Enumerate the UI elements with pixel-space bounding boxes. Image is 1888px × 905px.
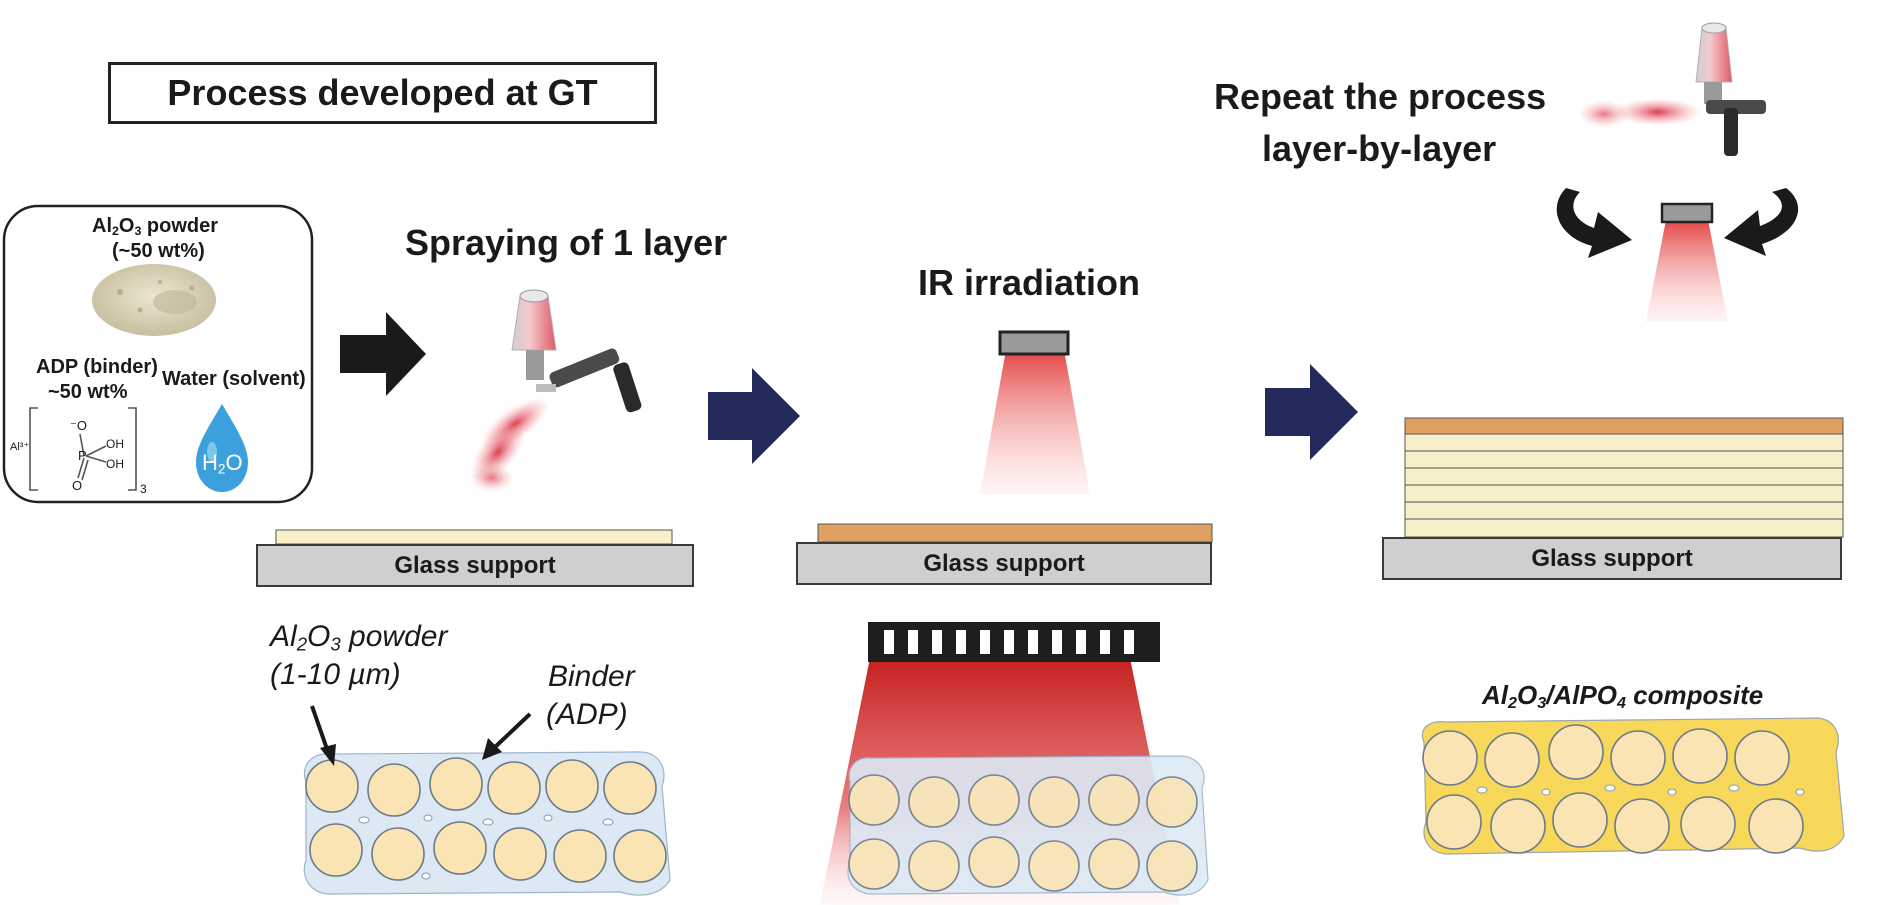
repeat-step-label-2: layer-by-layer xyxy=(1262,128,1497,169)
navy-arrow-1 xyxy=(708,368,800,464)
alumina-powder-image xyxy=(92,264,216,336)
black-arrow xyxy=(340,312,426,396)
molecule-sub3: 3 xyxy=(140,482,147,496)
wet-layer-1 xyxy=(275,529,673,545)
molecule-o: O xyxy=(72,478,83,493)
cured-layer-1 xyxy=(817,523,1213,543)
micro-powder-label: Al2O3 powder xyxy=(270,620,448,655)
micro-binder-label-1: Binder xyxy=(548,660,635,693)
micro-binder-label-2: (ADP) xyxy=(546,698,628,731)
adp-molecule-structure xyxy=(29,407,137,491)
spray-gun-icon-2 xyxy=(1578,22,1766,156)
ir-lamp-center xyxy=(980,330,1090,494)
microstructure-irradiated xyxy=(847,755,1209,896)
microstructure-wet xyxy=(303,751,671,896)
binder-label: ADP (binder) xyxy=(36,356,158,378)
molecule-oh2: OH xyxy=(106,457,124,471)
micro-powder-size: (1-10 µm) xyxy=(270,658,401,691)
ir-lamp-small xyxy=(1646,202,1728,322)
navy-arrow-2 xyxy=(1265,364,1358,460)
repeat-step-label-1: Repeat the process xyxy=(1214,76,1547,117)
process-title: Process developed at GT xyxy=(167,72,598,113)
composite-label: Al2O3/AlPO4 composite xyxy=(1482,680,1764,713)
process-title-box: Process developed at GT xyxy=(108,62,657,124)
microstructure-composite xyxy=(1421,717,1845,855)
ir-step-label: IR irradiation xyxy=(918,262,1141,303)
water-formula: H2O xyxy=(202,450,243,477)
glass-support-2: Glass support xyxy=(796,542,1212,585)
pointer-arrow-powder xyxy=(310,705,336,766)
alumina-label: Al2O3 powder xyxy=(92,215,219,239)
alumina-amount: (~50 wt%) xyxy=(112,240,205,262)
molecule-p: P xyxy=(78,448,87,463)
spray-gun-icon-1 xyxy=(470,289,642,492)
glass-support-3: Glass support xyxy=(1382,537,1842,580)
water-label: Water (solvent) xyxy=(162,368,306,390)
molecule-al: Al³⁺ xyxy=(10,441,30,453)
water-drop-icon xyxy=(196,404,248,492)
molecule-o-minus: ⁻O xyxy=(70,418,87,433)
binder-amount: ~50 wt% xyxy=(48,381,128,403)
glass-support-1: Glass support xyxy=(256,544,694,587)
molecule-oh1: OH xyxy=(106,437,124,451)
multilayer-stack xyxy=(1404,417,1844,538)
spray-step-label: Spraying of 1 layer xyxy=(405,222,728,263)
cycle-arrows-icon xyxy=(1556,188,1799,258)
pointer-arrow-binder xyxy=(482,712,532,760)
